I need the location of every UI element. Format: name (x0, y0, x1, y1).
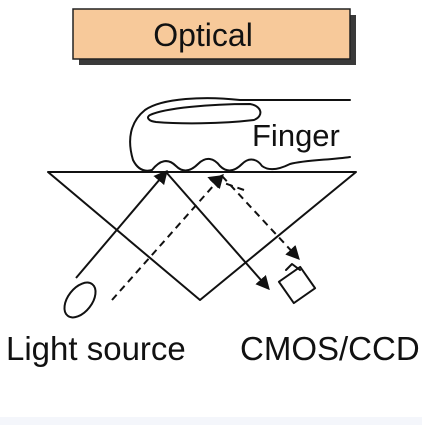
light-source: Light source (6, 281, 186, 367)
square-sensor-icon (277, 265, 317, 305)
finger-outline (129, 97, 351, 172)
title-box: Optical (72, 8, 356, 65)
title-text: Optical (153, 17, 253, 53)
title-box-fill (72, 8, 351, 60)
reflected-ray-solid (165, 171, 270, 291)
fingernail-outline (147, 103, 262, 125)
incident-ray-solid (75, 169, 168, 279)
sensor-mount (285, 263, 301, 271)
finger-label: Finger (252, 118, 340, 153)
finger: Finger (129, 97, 351, 172)
light-source-label: Light source (6, 330, 186, 367)
incident-ray-dashed (111, 173, 224, 301)
prism (47, 171, 357, 301)
bottom-strip (0, 417, 422, 425)
reflected-ray-dashed (221, 175, 300, 261)
sensor-label: CMOS/CCD (240, 330, 420, 367)
ellipse-lens-icon (63, 281, 97, 319)
sensor: CMOS/CCD (240, 263, 420, 367)
total-reflection-ray (75, 169, 270, 291)
prism-outline (47, 171, 357, 301)
scattered-ray (111, 173, 300, 301)
reflected-ray-dashed-short (207, 175, 245, 191)
